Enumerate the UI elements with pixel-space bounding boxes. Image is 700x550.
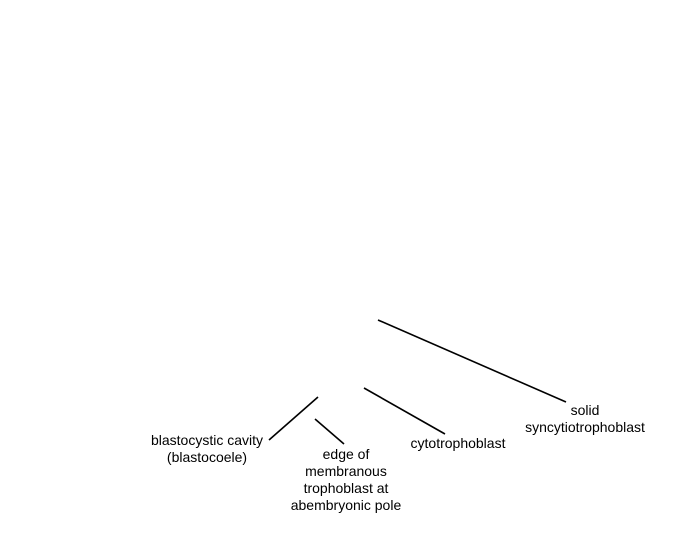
leader-line-blastocystic-cavity [268, 396, 319, 441]
label-line: abembryonic pole [290, 497, 402, 513]
label-line: blastocystic cavity [150, 432, 264, 448]
label-line: membranous [305, 463, 387, 479]
label-cytotrophoblast: cytotrophoblast [396, 435, 520, 452]
label-blastocystic-cavity: blastocystic cavity (blastocoele) [137, 432, 277, 466]
label-solid-syncytiotrophoblast: solid syncytiotrophoblast [510, 402, 660, 436]
label-line: cytotrophoblast [410, 435, 506, 451]
label-edge-of-membranous-trophoblast: edge of membranous trophoblast at abembr… [276, 446, 416, 514]
label-line: (blastocoele) [166, 449, 248, 465]
leader-line-edge-of-trophoblast [314, 418, 345, 445]
label-line: solid [570, 402, 600, 418]
label-line: syncytiotrophoblast [525, 419, 645, 435]
leader-line-syncytiotrophoblast [377, 319, 567, 403]
leader-line-cytotrophoblast [363, 387, 446, 435]
label-line: edge of [322, 446, 370, 462]
label-line: trophoblast at [303, 480, 389, 496]
